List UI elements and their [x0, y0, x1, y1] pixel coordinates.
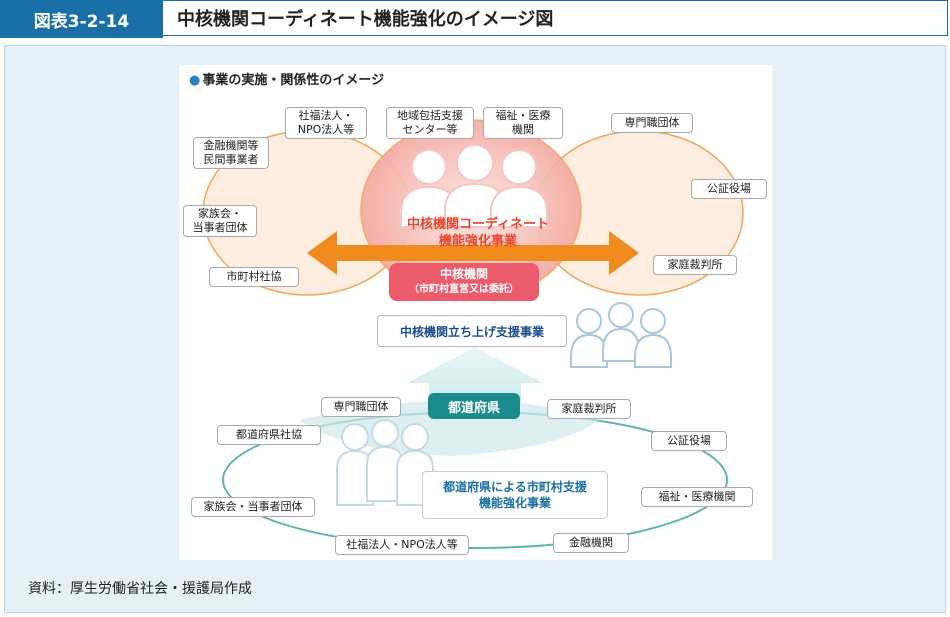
node-social-welfare-npo-lower: 社福法人・NPO法人等: [335, 535, 469, 555]
people-right-icon: [570, 302, 672, 368]
coordinate-function-label: 中核機関コーディネート 機能強化事業: [406, 217, 550, 249]
node-notary-upper: 公証役場: [691, 179, 767, 199]
up-arrow: [407, 347, 543, 405]
node-financial-lower: 金融機関: [553, 533, 629, 553]
double-arrow: [307, 231, 639, 275]
section-title: ●事業の実施・関係性のイメージ: [189, 73, 385, 88]
figure-header: 図表3-2-14 中核機関コーディネート機能強化のイメージ図: [0, 0, 950, 38]
node-welfare-medical-lower: 福祉・医療機関: [641, 487, 753, 507]
bullet-icon: ●: [189, 73, 201, 88]
core-organization-box: 中核機関 （市町村直営又は委託）: [389, 263, 539, 301]
core-organization-subtitle: （市町村直営又は委託）: [409, 284, 519, 295]
node-family-association-lower: 家族会・当事者団体: [191, 497, 315, 517]
node-pref-council: 都道府県社協: [217, 425, 321, 445]
people-lower-icon: [336, 419, 434, 506]
node-municipal-council: 市町村社協: [209, 267, 299, 287]
node-financial-private: 金融機関等 民間事業者: [193, 137, 269, 169]
node-family-association-upper: 家族会・ 当事者団体: [183, 205, 257, 237]
node-welfare-medical: 福祉・医療 機関: [483, 107, 563, 139]
core-organization-title: 中核機関: [439, 267, 488, 281]
source-note: 資料：厚生労働省社会・援護局作成: [28, 581, 252, 597]
diagram-graphics: [202, 119, 744, 549]
node-professional-lower: 専門職団体: [321, 397, 401, 417]
people-upper-icon: [400, 144, 548, 228]
figure-title: 中核機関コーディネート機能強化のイメージ図: [163, 0, 948, 36]
launch-support-box: 中核機関立ち上げ支援事業: [377, 315, 567, 347]
node-notary-lower: 公証役場: [651, 431, 727, 451]
diagram-canvas: ●事業の実施・関係性のイメージ 社福法人・ NPO法人等 地域包括支援 センター…: [179, 65, 772, 560]
node-family-court-lower: 家庭裁判所: [547, 399, 631, 419]
prefecture-support-box: 都道府県による市町村支援 機能強化事業: [422, 471, 608, 519]
node-regional-center: 地域包括支援 センター等: [386, 107, 474, 139]
node-professional-upper: 専門職団体: [611, 113, 693, 133]
node-family-court-upper: 家庭裁判所: [653, 255, 737, 275]
prefecture-box: 都道府県: [428, 393, 520, 419]
figure-number: 図表3-2-14: [0, 0, 163, 38]
node-social-welfare-npo: 社福法人・ NPO法人等: [285, 107, 367, 139]
